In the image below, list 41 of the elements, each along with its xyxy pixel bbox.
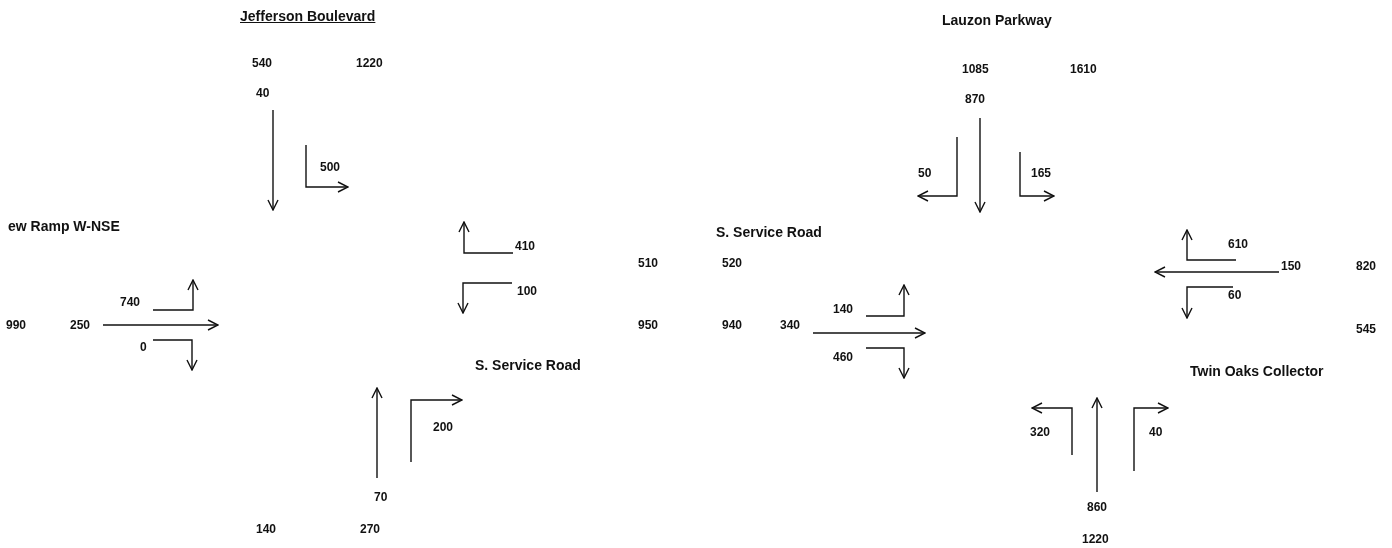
traffic-volume: 545 bbox=[1356, 322, 1377, 336]
road-name: ew Ramp W-NSE bbox=[8, 218, 120, 234]
traffic-volume: 0 bbox=[140, 340, 147, 354]
traffic-volume: 510 bbox=[638, 256, 659, 270]
traffic-volume: 610 bbox=[1228, 237, 1249, 251]
traffic-volume: 460 bbox=[833, 350, 854, 364]
traffic-volume: 150 bbox=[1281, 259, 1302, 273]
traffic-volume: 740 bbox=[120, 295, 141, 309]
traffic-volume: 500 bbox=[320, 160, 341, 174]
traffic-volume: 410 bbox=[515, 239, 536, 253]
traffic-volume: 100 bbox=[517, 284, 538, 298]
traffic-volume: 990 bbox=[6, 318, 27, 332]
traffic-volume: 40 bbox=[256, 86, 270, 100]
traffic-volume: 40 bbox=[1149, 425, 1163, 439]
traffic-volume: 1220 bbox=[1082, 532, 1109, 546]
road-name: S. Service Road bbox=[716, 224, 822, 240]
traffic-volume: 860 bbox=[1087, 500, 1108, 514]
traffic-volume: 950 bbox=[638, 318, 659, 332]
traffic-volume: 940 bbox=[722, 318, 743, 332]
road-name: Twin Oaks Collector bbox=[1190, 363, 1324, 379]
traffic-volume: 1220 bbox=[356, 56, 383, 70]
traffic-volume: 60 bbox=[1228, 288, 1242, 302]
traffic-volume: 140 bbox=[833, 302, 854, 316]
traffic-volume: 340 bbox=[780, 318, 801, 332]
traffic-volume: 1610 bbox=[1070, 62, 1097, 76]
traffic-volume: 50 bbox=[918, 166, 932, 180]
traffic-volume: 250 bbox=[70, 318, 91, 332]
traffic-volume: 165 bbox=[1031, 166, 1052, 180]
traffic-volume: 540 bbox=[252, 56, 273, 70]
traffic-volume: 870 bbox=[965, 92, 986, 106]
traffic-volume: 270 bbox=[360, 522, 381, 536]
traffic-volume: 140 bbox=[256, 522, 277, 536]
traffic-volume: 820 bbox=[1356, 259, 1377, 273]
road-name: Jefferson Boulevard bbox=[240, 8, 376, 24]
traffic-volume: 200 bbox=[433, 420, 454, 434]
road-name: Lauzon Parkway bbox=[942, 12, 1052, 28]
traffic-volume: 520 bbox=[722, 256, 743, 270]
traffic-volume: 320 bbox=[1030, 425, 1051, 439]
traffic-volume: 1085 bbox=[962, 62, 989, 76]
traffic-volume: 70 bbox=[374, 490, 388, 504]
road-name: S. Service Road bbox=[475, 357, 581, 373]
